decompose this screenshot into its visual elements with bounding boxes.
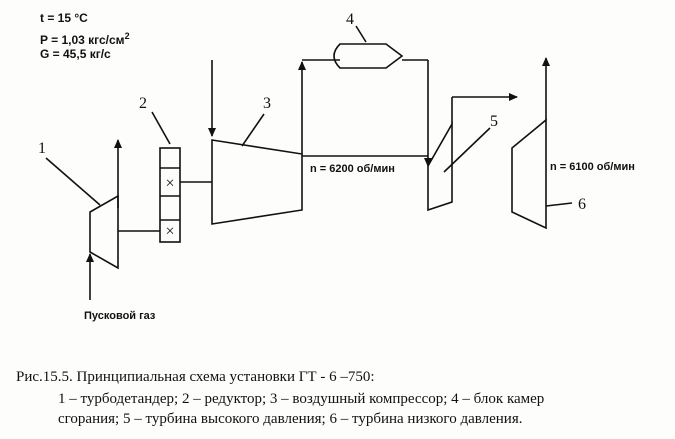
label-6: 6 [578, 196, 586, 213]
hp-turbine [427, 120, 453, 212]
label-4-leader [355, 25, 367, 43]
start-gas-label: Пусковой газ [84, 310, 156, 322]
param-temperature: t = 15 °C [40, 11, 88, 25]
reducer-symbol-bottom: × [165, 223, 174, 240]
label-1-leader [45, 157, 101, 206]
turbo-expander [89, 194, 119, 270]
lp-shaft-speed: n = 6100 об/мин [550, 161, 635, 173]
lp-turbine [511, 118, 547, 230]
label-3: 3 [263, 95, 271, 112]
label-1: 1 [38, 140, 46, 157]
hp-shaft-speed: n = 6200 об/мин [310, 163, 395, 175]
air-compressor [211, 139, 303, 225]
label-2: 2 [139, 95, 147, 112]
label-2-leader [151, 111, 171, 145]
reducer: × × [159, 147, 181, 243]
label-5-leader [443, 127, 491, 173]
figure-caption-legend-1: 1 – турбодетандер; 2 – редуктор; 3 – воз… [58, 391, 545, 407]
reducer-symbol-top: × [165, 175, 174, 192]
param-pressure: P = 1,03 кгс/см2 [40, 28, 130, 49]
label-5: 5 [490, 113, 498, 130]
label-4: 4 [346, 11, 354, 28]
combustion-chamber-block [333, 43, 404, 69]
figure-caption-title: Рис.15.5. Принципиальная схема установки… [16, 369, 375, 385]
param-pressure-sup: 2 [124, 31, 130, 41]
figure-caption-legend-2: сгорания; 5 – турбина высокого давления;… [58, 411, 523, 427]
label-3-leader [241, 113, 265, 147]
param-flow: G = 45,5 кг/с [40, 47, 111, 61]
param-pressure-text: P = 1,03 кгс/см [40, 33, 125, 47]
label-6-leader [545, 202, 573, 207]
